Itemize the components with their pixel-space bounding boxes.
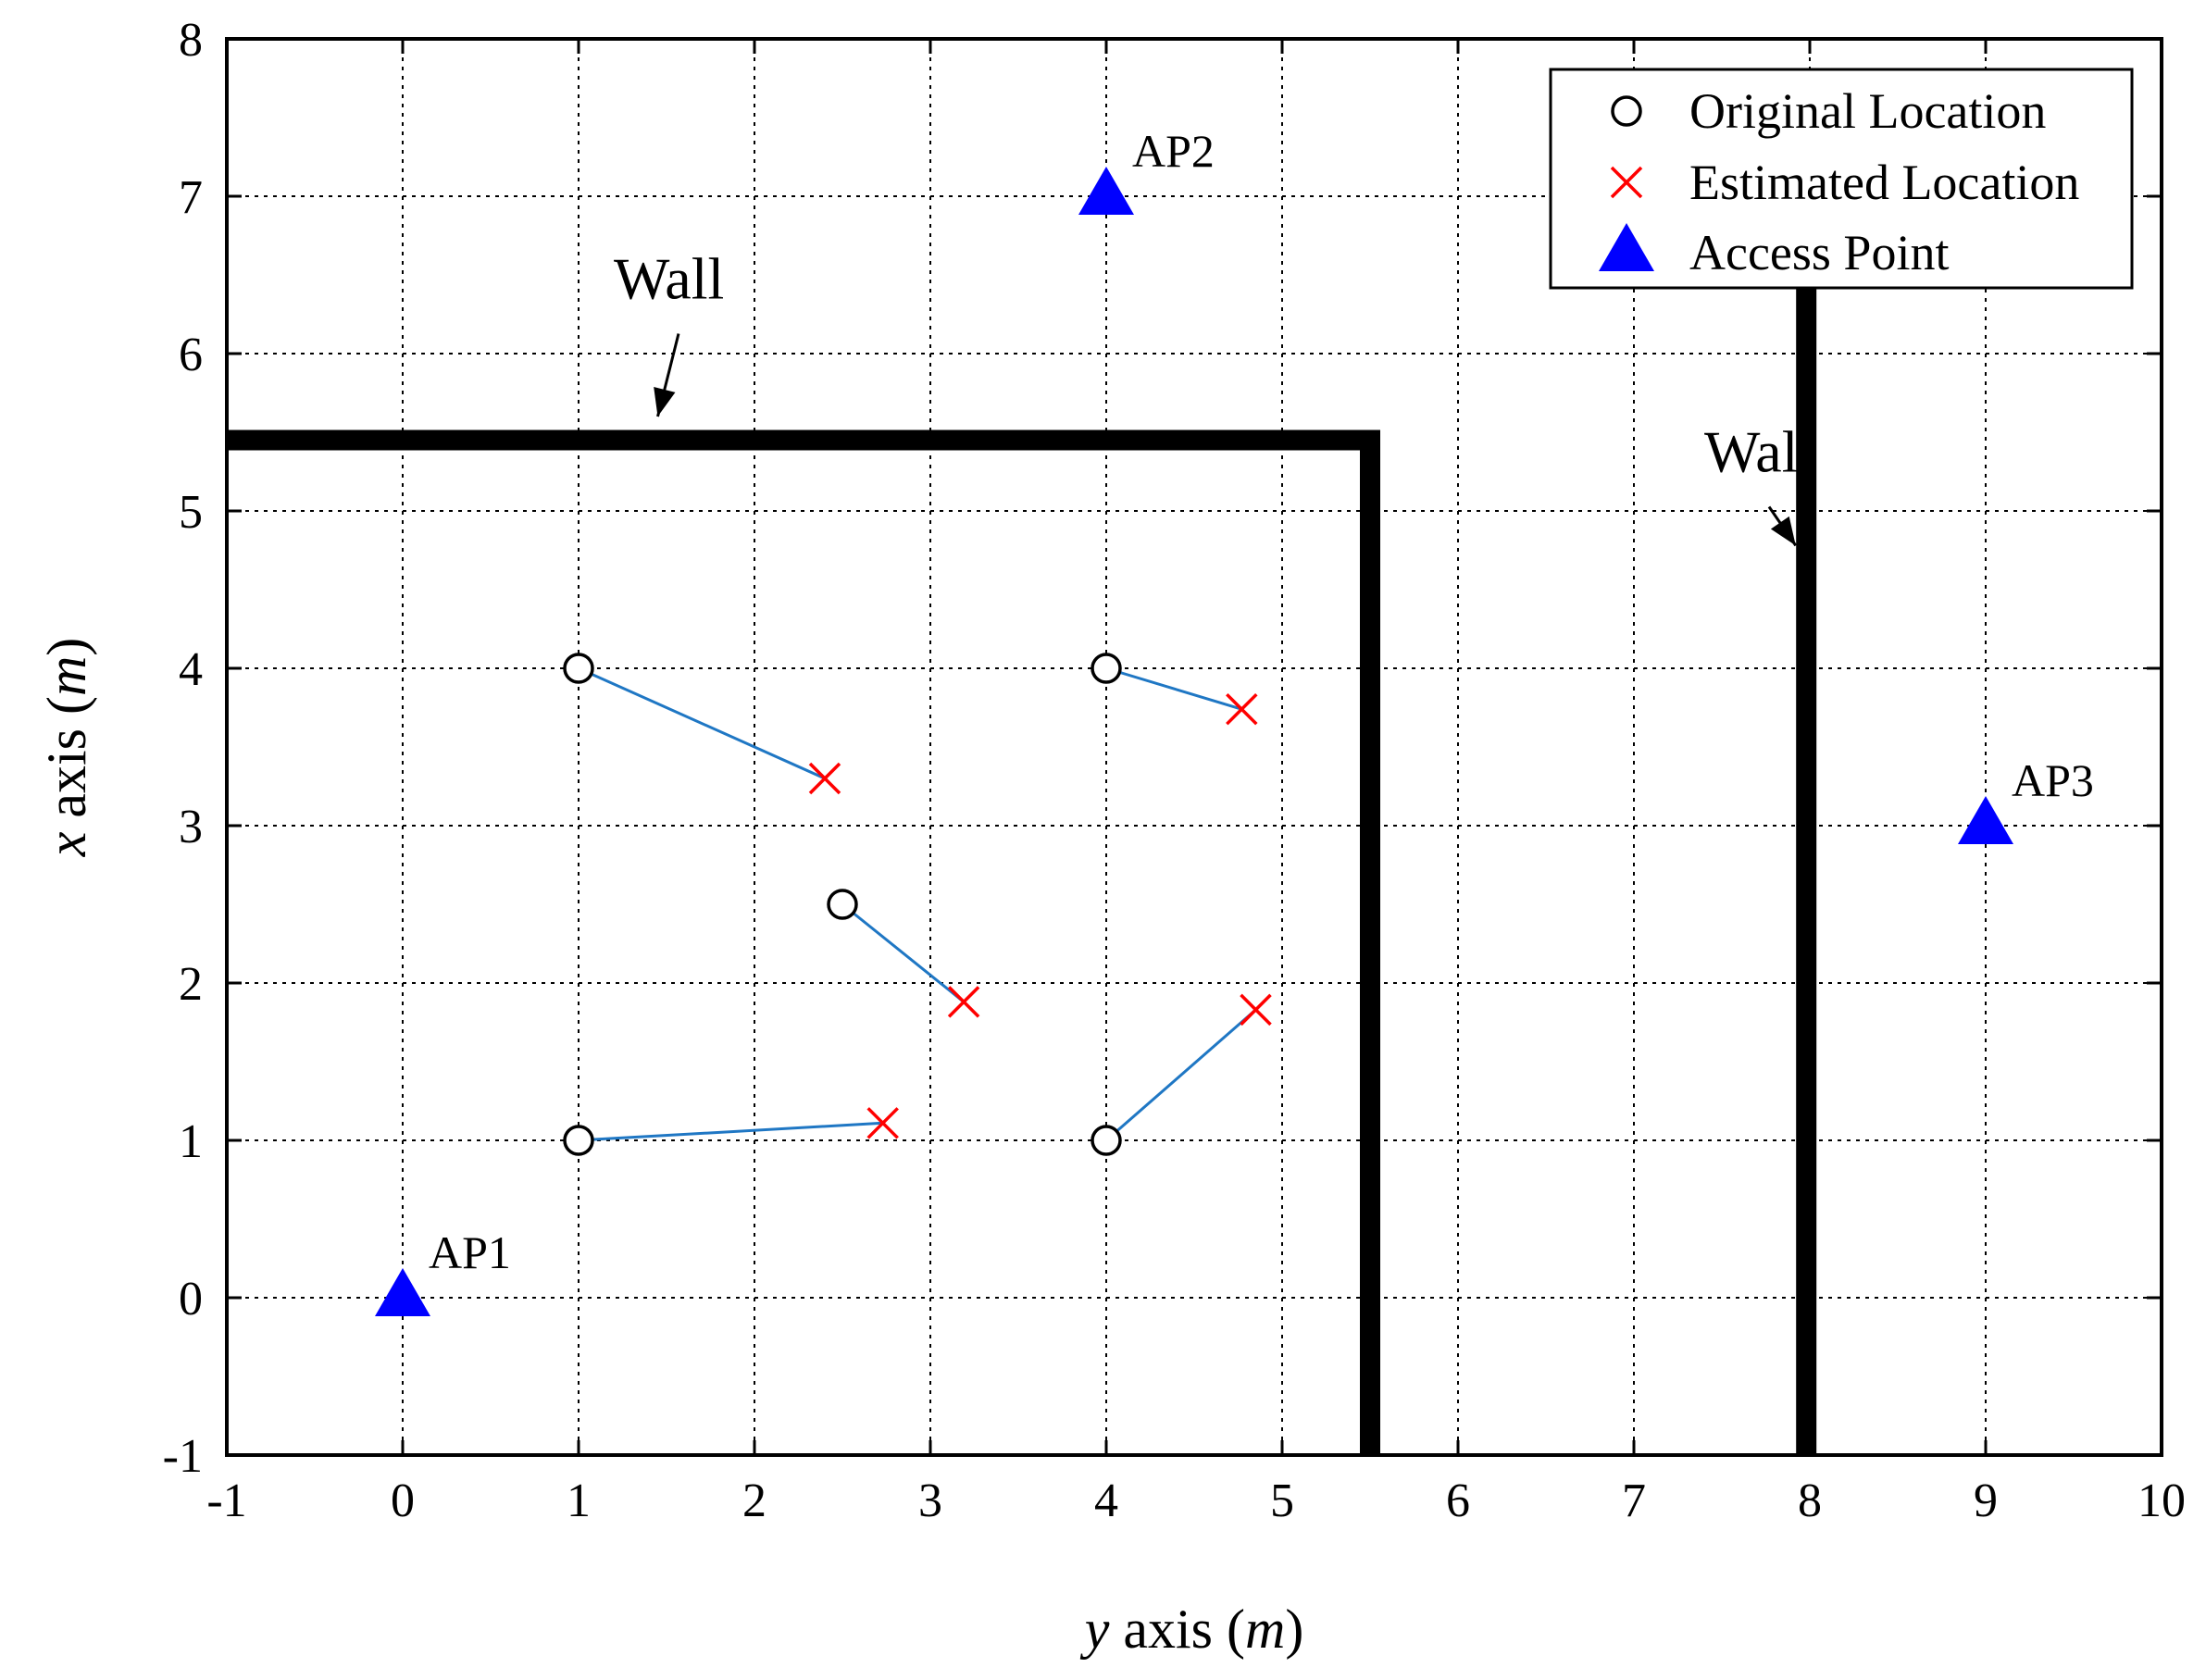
error-line: [578, 666, 826, 780]
estimated-location-marker: [808, 762, 841, 795]
legend-cross-stroke: [1610, 166, 1643, 199]
walls: [227, 267, 1817, 1455]
x-tick-label: 10: [2137, 1475, 2186, 1527]
annotation-label: Wall: [614, 246, 724, 312]
access-point-label: AP1: [429, 1226, 511, 1278]
estimated-cross-stroke: [1226, 692, 1258, 726]
access-point-label: AP3: [2012, 754, 2094, 806]
x-tick-label: 9: [1974, 1475, 1998, 1527]
legend-estimated-symbol: [1610, 166, 1643, 199]
x-tick-label: 2: [742, 1475, 766, 1527]
y-tick-label: 0: [179, 1273, 203, 1325]
x-tick-label: 8: [1798, 1475, 1822, 1527]
legend-box: [1549, 68, 2134, 290]
access-point-label: AP2: [1132, 125, 1215, 177]
x-tick-label: 4: [1094, 1475, 1118, 1527]
legend-access-point-symbol: [1599, 223, 1654, 271]
error-line: [578, 1121, 883, 1142]
original-location-marker: [563, 1125, 594, 1156]
tick-labels: -1 0 1 2 3 4 5 6 7 8 9 10 -1 0 1 2 3 4 5 6 7 8: [163, 14, 2186, 1527]
y-tick-label: 5: [179, 486, 203, 539]
y-tick-label: -1: [163, 1430, 203, 1483]
y-tick-label: 6: [179, 329, 203, 381]
access-point-marker: [375, 1268, 430, 1316]
x-axis-label: y axis (m): [1079, 1599, 1304, 1660]
x-tick-label: -1: [206, 1475, 246, 1527]
y-tick-label: 3: [179, 801, 203, 853]
x-tick-label: 3: [918, 1475, 942, 1527]
wall: [227, 429, 1380, 1455]
legend-label: Original Location: [1689, 83, 2046, 139]
legend-label: Access Point: [1689, 225, 1949, 280]
y-tick-label: 2: [179, 958, 203, 1011]
original-location-marker: [1091, 653, 1122, 684]
estimated-cross-stroke: [1240, 993, 1272, 1027]
original-location-marker: [1091, 1125, 1122, 1156]
annotation-arrow-head: [654, 386, 676, 417]
y-tick-label: 1: [179, 1115, 203, 1168]
plot-frame: [225, 37, 2163, 1457]
annotation-label: Wall: [1704, 419, 1814, 485]
y-axis-label: x axis (m): [36, 638, 97, 858]
annotation-arrow-head: [1770, 516, 1796, 546]
estimated-location-marker: [1240, 993, 1272, 1027]
access-point-marker: [1958, 796, 2013, 844]
original-location-marker: [827, 889, 858, 920]
legend-label: Estimated Location: [1689, 155, 2079, 210]
estimated-cross-stroke: [808, 762, 841, 795]
estimated-location-marker: [866, 1107, 899, 1139]
estimated-location-marker: [1226, 692, 1258, 726]
estimated-location-marker: [947, 986, 980, 1018]
error-line: [1105, 666, 1242, 711]
y-tick-label: 8: [179, 14, 203, 67]
error-line: [841, 902, 966, 1003]
x-tick-label: 0: [391, 1475, 415, 1527]
original-location-marker: [563, 653, 594, 684]
error-line: [1105, 1008, 1257, 1142]
error-lines: [578, 666, 1257, 1142]
x-tick-label: 1: [567, 1475, 591, 1527]
access-point-marker: [1078, 167, 1134, 215]
x-tick-label: 7: [1622, 1475, 1646, 1527]
y-tick-label: 7: [179, 171, 203, 224]
x-tick-label: 6: [1446, 1475, 1470, 1527]
estimated-cross-stroke: [947, 986, 980, 1018]
legend-original-symbol: [1611, 95, 1642, 127]
estimated-cross-stroke: [866, 1107, 899, 1139]
y-tick-label: 4: [179, 643, 203, 696]
x-tick-label: 5: [1270, 1475, 1294, 1527]
